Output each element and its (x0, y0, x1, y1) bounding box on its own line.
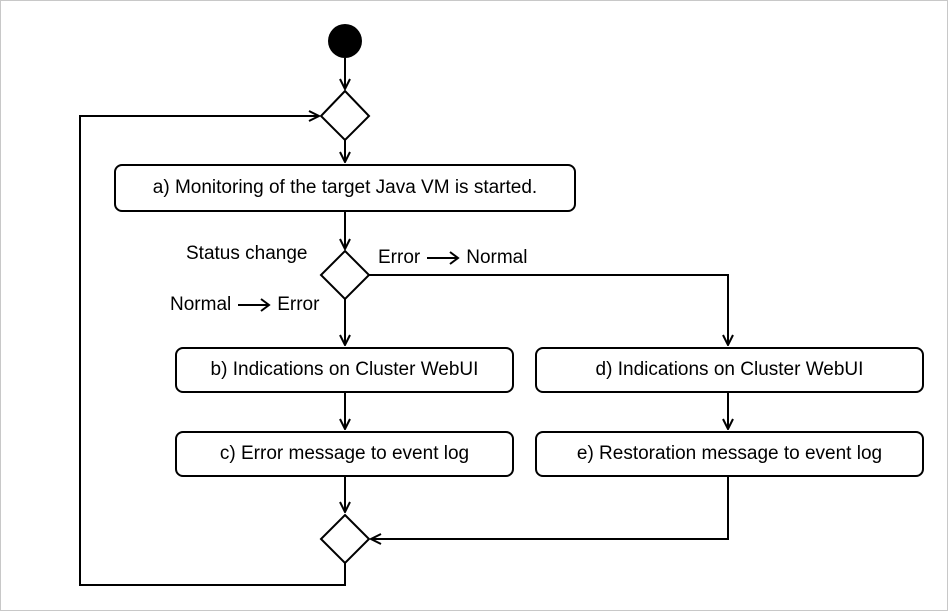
merge-diamond-top (319, 89, 371, 142)
step-b-indications-webui: b) Indications on Cluster WebUI (175, 347, 514, 393)
error-to-normal-to: Normal (466, 247, 528, 268)
edge-loop-back (79, 116, 346, 586)
right-arrow-icon (238, 298, 271, 312)
start-node (328, 24, 362, 58)
status-decision-diamond (319, 249, 371, 301)
step-a-monitoring-started: a) Monitoring of the target Java VM is s… (114, 164, 576, 212)
status-change-label: Status change (186, 243, 308, 264)
error-to-normal-from: Error (378, 247, 421, 268)
edge-e-to-merge (371, 477, 729, 539)
normal-to-error-from: Normal (170, 294, 232, 315)
step-d-indications-webui: d) Indications on Cluster WebUI (535, 347, 924, 393)
normal-to-error-label: Normal Error (170, 293, 319, 317)
right-arrow-icon (427, 251, 460, 265)
edge-decision-to-d (369, 274, 728, 345)
merge-diamond-bottom (319, 513, 371, 565)
error-to-normal-label: Error Normal (378, 246, 527, 270)
step-e-restoration-message: e) Restoration message to event log (535, 431, 924, 477)
normal-to-error-to: Error (277, 294, 320, 315)
step-c-error-message: c) Error message to event log (175, 431, 514, 477)
